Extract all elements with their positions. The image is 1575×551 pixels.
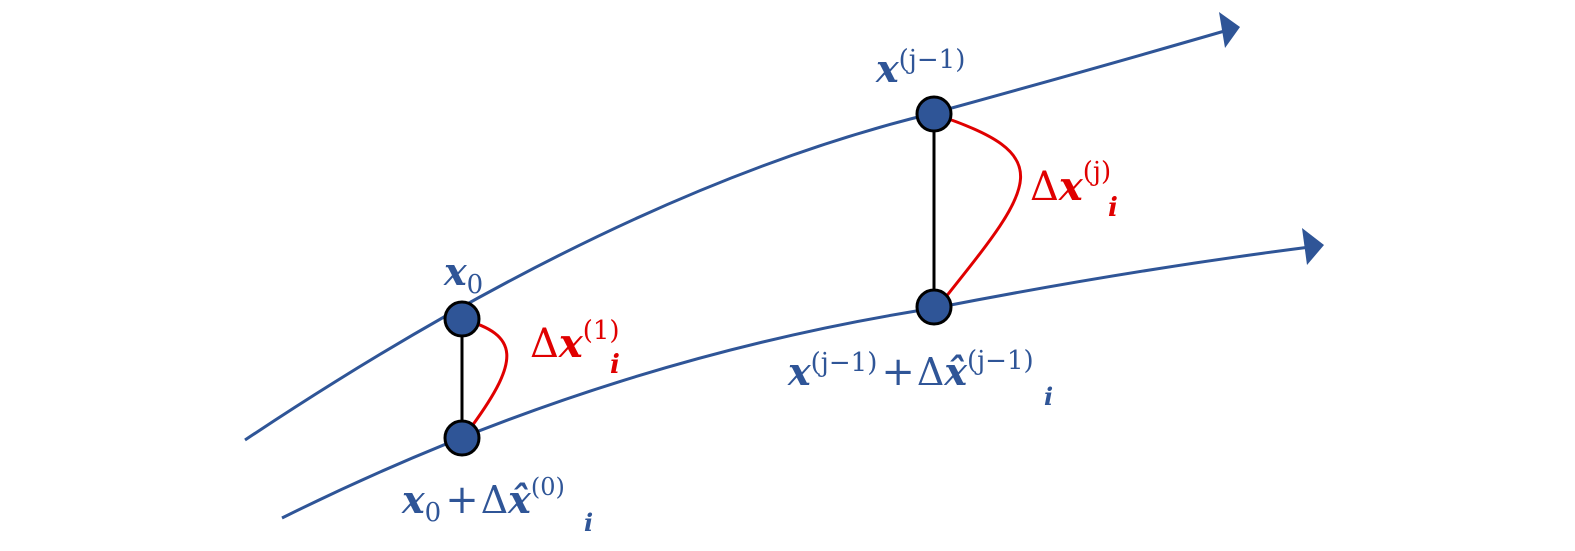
node-xj-minus-1-perturbed <box>915 288 953 326</box>
label-delta-1: Δx(1)i <box>530 316 620 380</box>
label-delta-j: Δx(j)i <box>1030 157 1118 223</box>
label-xj-minus-1-perturbed: x(j−1)+Δx̂(j−1)i <box>787 346 1053 411</box>
node-xj-minus-1 <box>915 95 953 133</box>
label-x0: x0 <box>443 249 483 300</box>
label-x0-perturbed: x0+Δx̂(0)i <box>401 473 593 537</box>
node-x0 <box>443 300 481 338</box>
node-x0-perturbed <box>443 419 481 457</box>
upper-trajectory <box>244 28 1229 442</box>
delta-curve-j <box>933 112 1022 299</box>
upper-trajectory-arrowhead <box>1219 12 1240 48</box>
delta-curve-1 <box>461 317 509 427</box>
label-xj-minus-1: x(j−1) <box>875 45 965 91</box>
lower-trajectory-arrowhead <box>1302 228 1324 265</box>
